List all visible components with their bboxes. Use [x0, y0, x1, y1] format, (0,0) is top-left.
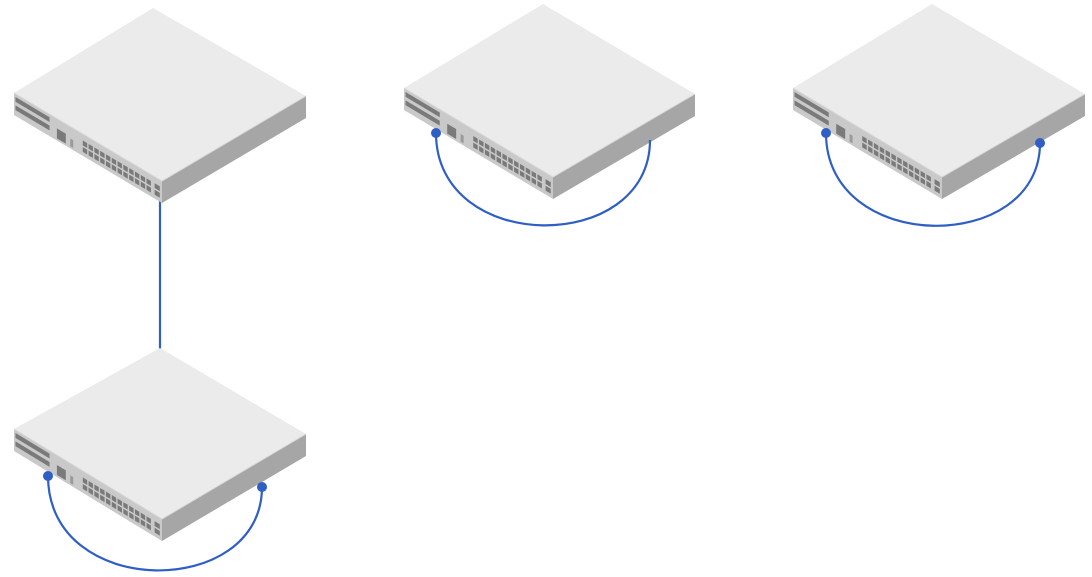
cable-endpoint — [43, 471, 53, 481]
network-switch-icon — [793, 4, 1085, 199]
cable-endpoint — [821, 128, 831, 138]
cable-endpoint — [1035, 138, 1045, 148]
network-switch-icon — [14, 8, 306, 203]
switch-top-face — [793, 4, 1085, 177]
cable-endpoint — [257, 482, 267, 492]
network-switch-icon — [404, 4, 695, 199]
network-switch-icon — [14, 348, 306, 541]
devices-layer — [14, 4, 1085, 541]
switch-top-face — [14, 8, 306, 181]
cable-endpoint — [431, 128, 441, 138]
switch-top-face — [404, 4, 695, 177]
